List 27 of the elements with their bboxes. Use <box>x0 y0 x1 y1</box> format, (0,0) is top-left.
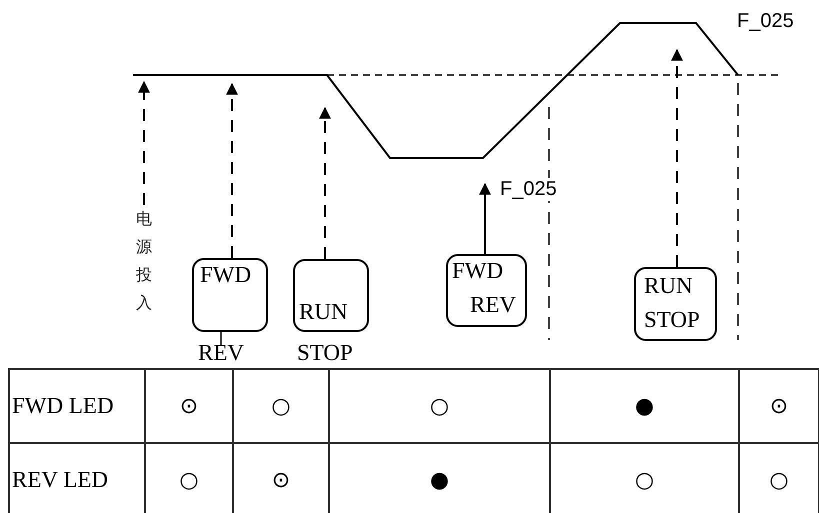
key-label: FWD <box>200 262 252 288</box>
arrow <box>226 82 238 258</box>
row-header: REV LED <box>9 443 145 513</box>
arrow <box>319 106 331 259</box>
led-indicator: ⊙ <box>145 369 233 443</box>
led-indicator: ○ <box>233 369 329 443</box>
key-label: RUN <box>299 299 348 326</box>
key-caption: REV <box>198 340 244 366</box>
key-button <box>446 254 527 327</box>
led-indicator: ○ <box>329 369 550 443</box>
key-button <box>634 267 717 341</box>
key-button <box>293 259 369 332</box>
arrow <box>138 80 150 205</box>
edge-label: F_025 <box>500 178 557 201</box>
row-header: FWD LED <box>9 369 145 443</box>
key-caption: STOP <box>297 340 353 366</box>
parameter-label: F_025 <box>737 10 794 33</box>
key-label: REV <box>470 292 516 318</box>
key-label: STOP <box>644 307 700 334</box>
arrow <box>479 182 491 254</box>
led-indicator: ● <box>550 369 739 443</box>
key-label: FWD <box>452 258 504 284</box>
key-label: RUN <box>644 273 693 300</box>
arrow <box>671 48 683 267</box>
led-indicator: ⊙ <box>739 369 819 443</box>
key-button <box>192 258 268 332</box>
vertical-label: 电源投入 <box>134 205 154 330</box>
